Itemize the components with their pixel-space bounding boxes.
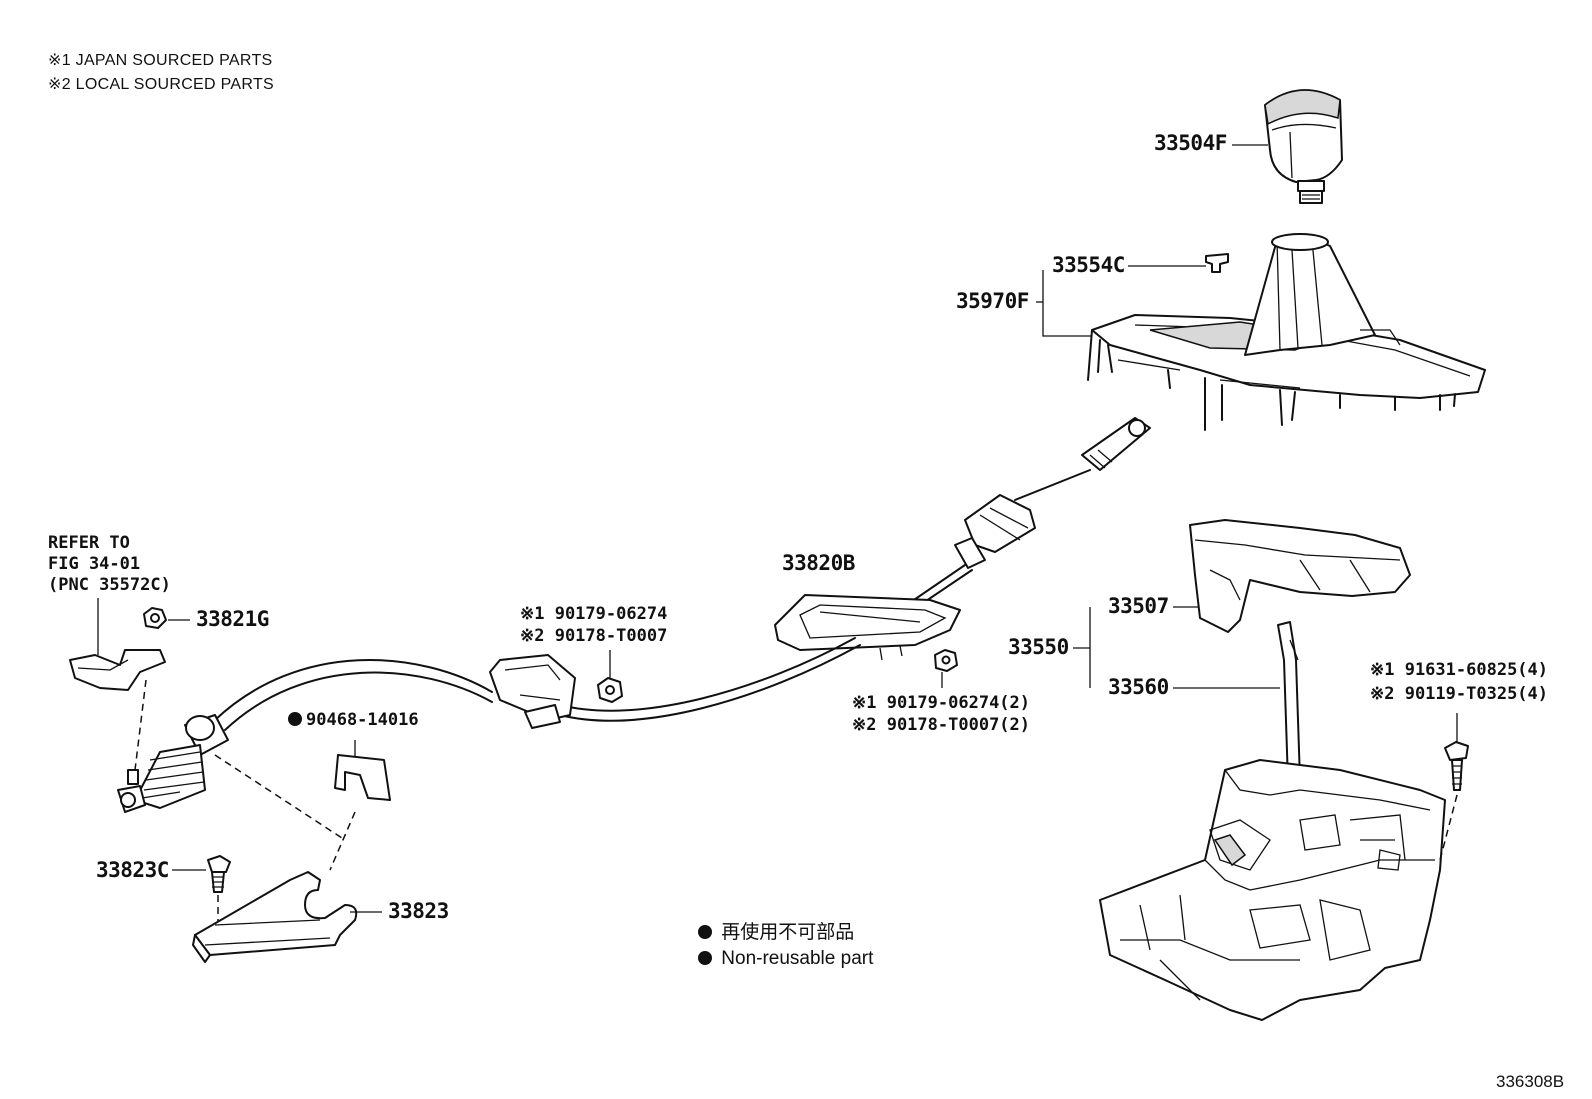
part-label-33507[interactable]: 33507 bbox=[1108, 594, 1169, 618]
bracket-33823-drawing bbox=[192, 871, 358, 963]
part-label-nut-mid-1[interactable]: ※1 90179-06274 bbox=[520, 604, 668, 624]
nut-33821G-drawing bbox=[143, 607, 167, 629]
bolt-33823C-drawing bbox=[207, 855, 231, 893]
bolt-right-drawing bbox=[1444, 741, 1469, 791]
header-note-2: ※2 LOCAL SOURCED PARTS bbox=[48, 76, 274, 93]
legend-dot-icon-2 bbox=[698, 951, 712, 965]
shift-knob-drawing bbox=[1264, 89, 1343, 204]
leader-35970F bbox=[1042, 270, 1092, 337]
part-label-33504F[interactable]: 33504F bbox=[1154, 131, 1227, 155]
indicator-33507-drawing bbox=[1189, 519, 1411, 633]
left-bracket-drawing bbox=[69, 649, 166, 691]
dashed-guide-1 bbox=[214, 754, 346, 841]
legend-dot-icon bbox=[698, 925, 712, 939]
part-label-33820B[interactable]: 33820B bbox=[782, 551, 855, 575]
legend-en-text: Non-reusable part bbox=[721, 948, 874, 969]
legend-jp: 再使用不可部品 bbox=[698, 923, 854, 942]
refer-line-1: REFER TO bbox=[48, 533, 130, 553]
part-label-35970F[interactable]: 35970F bbox=[956, 289, 1029, 313]
refer-line-3: (PNC 35572C) bbox=[48, 575, 171, 595]
part-label-33554C[interactable]: 33554C bbox=[1052, 253, 1125, 277]
part-label-bolt-right-1[interactable]: ※1 91631-60825(4) bbox=[1370, 660, 1549, 680]
clip-33554C-drawing bbox=[1205, 253, 1229, 273]
part-label-33823C[interactable]: 33823C bbox=[96, 858, 169, 882]
part-label-bolt-right-2[interactable]: ※2 90119-T0325(4) bbox=[1370, 684, 1549, 704]
shift-lever-drawing bbox=[1277, 621, 1301, 783]
shift-base-drawing bbox=[1099, 759, 1446, 1021]
clip-90468-drawing bbox=[334, 754, 391, 801]
non-reusable-dot-icon bbox=[288, 712, 302, 726]
dashed-guide-3 bbox=[134, 679, 147, 771]
dashed-guide-2 bbox=[329, 811, 356, 871]
part-label-33821G[interactable]: 33821G bbox=[196, 607, 269, 631]
header-note-1: ※1 JAPAN SOURCED PARTS bbox=[48, 52, 273, 69]
legend-en: Non-reusable part bbox=[698, 949, 873, 968]
refer-line-2[interactable]: FIG 34-01 bbox=[48, 554, 141, 574]
figure-id: 336308B bbox=[1496, 1072, 1565, 1091]
part-label-nut-mid-2[interactable]: ※2 90178-T0007 bbox=[520, 626, 668, 646]
part-label-33550[interactable]: 33550 bbox=[1008, 635, 1069, 659]
part-label-nut-right-1[interactable]: ※1 90179-06274(2) bbox=[852, 693, 1031, 713]
console-cover-drawing bbox=[1087, 233, 1486, 431]
nut-mid-drawing bbox=[597, 677, 623, 703]
part-label-90468-text: 90468-14016 bbox=[306, 710, 419, 730]
transmission-cable-drawing bbox=[117, 417, 1151, 813]
part-label-33560[interactable]: 33560 bbox=[1108, 675, 1169, 699]
nut-right-drawing bbox=[934, 649, 958, 672]
legend-jp-text: 再使用不可部品 bbox=[721, 922, 855, 943]
part-label-33823[interactable]: 33823 bbox=[388, 899, 449, 923]
part-label-90468[interactable]: 90468-14016 bbox=[288, 712, 419, 729]
part-label-nut-right-2[interactable]: ※2 90178-T0007(2) bbox=[852, 715, 1031, 735]
